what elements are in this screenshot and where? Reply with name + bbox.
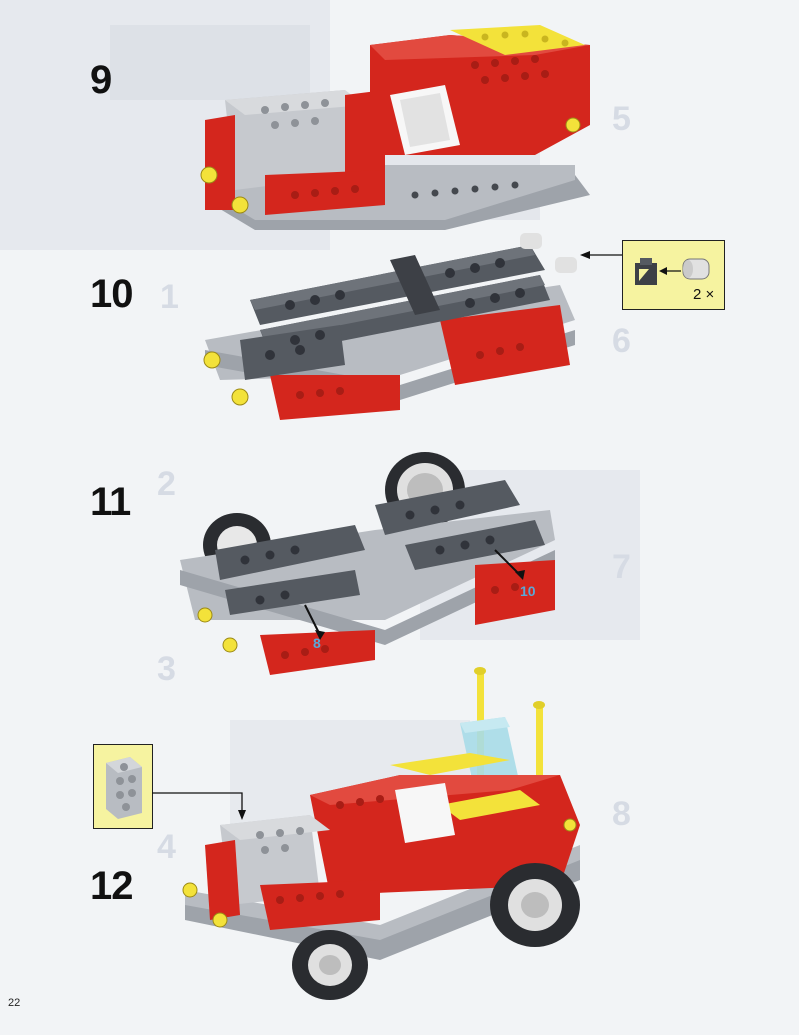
step-number-11: 11 xyxy=(90,480,131,524)
ghost-step-number: 1 xyxy=(160,278,179,316)
page-number: 22 xyxy=(8,997,21,1009)
step-11-part-tag-right: 10 xyxy=(520,583,536,599)
step-10-callout-parts xyxy=(635,258,710,285)
step-11-part-tag-left: 8 xyxy=(313,635,321,651)
step-10-quantity: 2 × xyxy=(693,286,715,303)
step-10-parts-callout: 2 × xyxy=(622,240,725,310)
ghost-step-number: 5 xyxy=(612,100,631,138)
step-12-callout-leader xyxy=(152,792,246,820)
step-number-9: 9 xyxy=(90,58,112,102)
step-9-model xyxy=(200,25,590,230)
ghost-step-number: 2 xyxy=(157,465,176,503)
step-10-callout-arrow xyxy=(580,251,625,259)
ghost-step-number: 3 xyxy=(157,650,176,688)
step-12-model xyxy=(182,667,580,1000)
ghost-step-number: 6 xyxy=(612,322,631,360)
step-10-model xyxy=(203,233,577,420)
ghost-step-number: 8 xyxy=(612,795,631,833)
step-number-12: 12 xyxy=(90,864,133,908)
step-11-model xyxy=(180,452,555,675)
step-12-parts-callout xyxy=(93,744,153,829)
step-12-callout-part xyxy=(106,757,142,819)
ghost-step-number: 4 xyxy=(157,828,176,866)
ghost-step-number: 7 xyxy=(612,548,631,586)
step-number-10: 10 xyxy=(90,272,133,316)
